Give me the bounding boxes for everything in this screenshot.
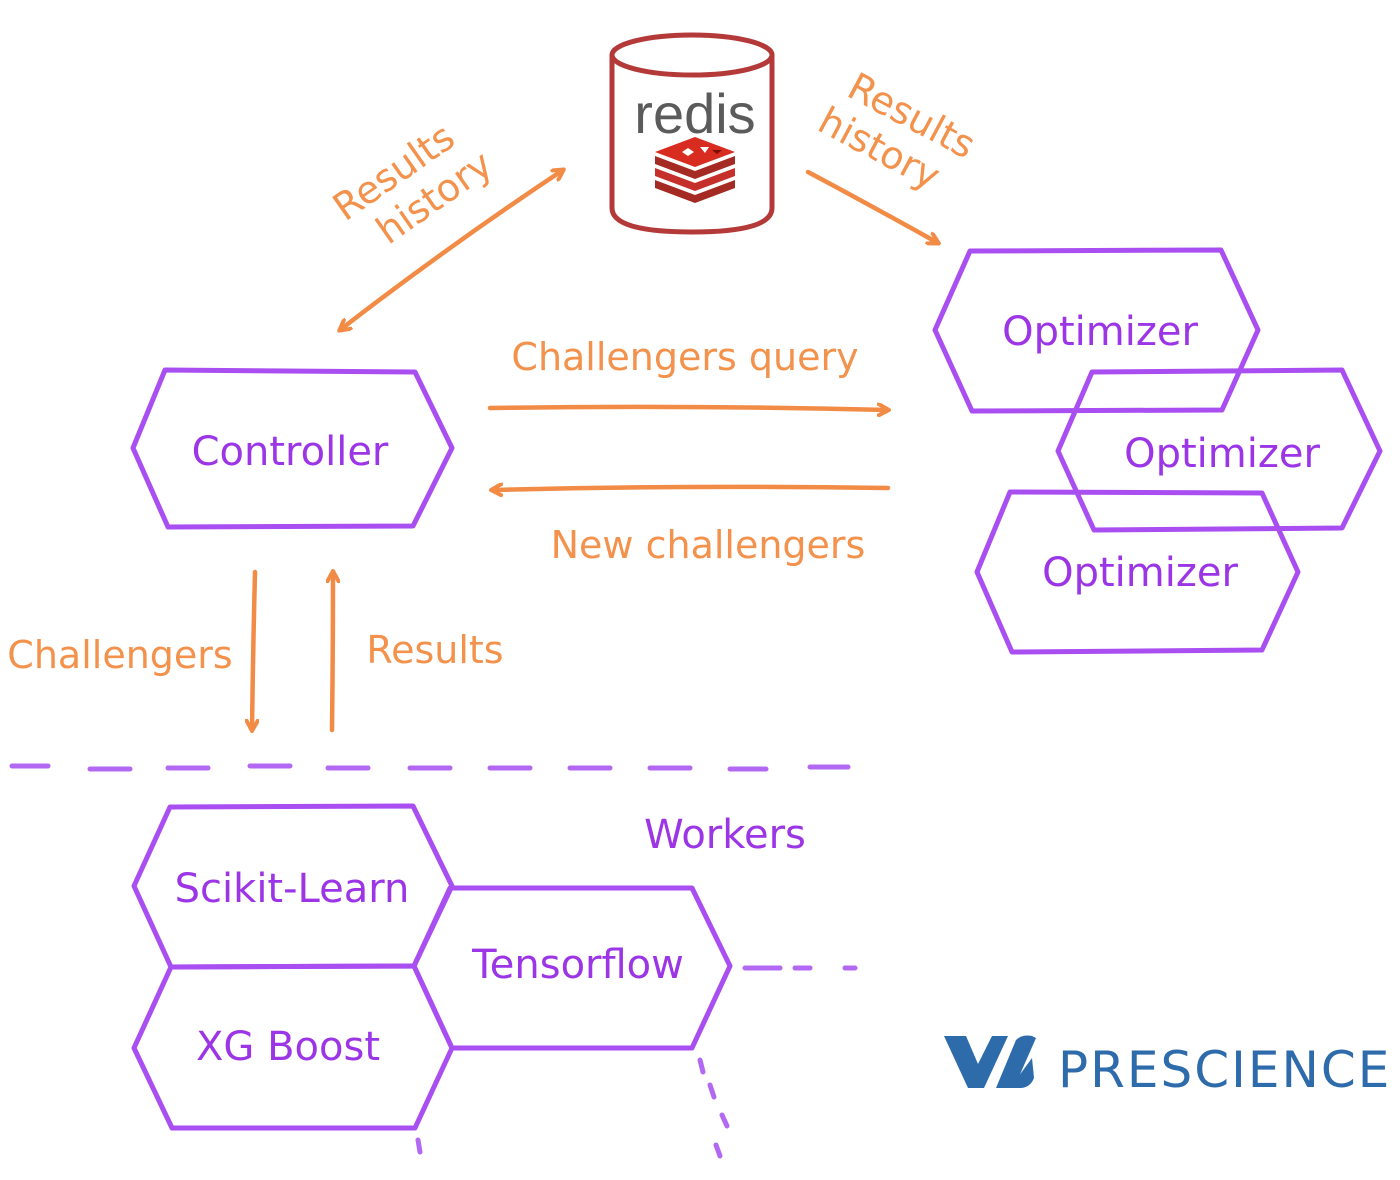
new-challengers-label: New challengers: [551, 523, 866, 567]
prescience-wordmark: PRESCIENCE: [1058, 1041, 1391, 1099]
arrow-new-challengers: [492, 487, 891, 490]
controller-label: Controller: [192, 429, 389, 475]
prescience-logo-icon: [944, 1035, 1036, 1088]
worker-label-scikit-learn: Scikit-Learn: [175, 866, 410, 912]
redis-store: redis: [609, 32, 775, 235]
more-workers-dash: [713, 1142, 723, 1159]
worker-hexagon-xgboost: [131, 963, 455, 1131]
redis-stack-icon: [655, 137, 735, 203]
worker-label-xgboost: XG Boost: [196, 1024, 380, 1070]
arrow-challengers-query: [487, 407, 888, 410]
arrow-challengers-down: [252, 569, 255, 730]
controller-hexagon: [130, 367, 455, 530]
results-label: Results: [366, 628, 503, 672]
challengers-label: Challengers: [7, 633, 232, 677]
challengers-query-label: Challengers query: [511, 335, 858, 379]
more-workers-dash: [719, 1112, 730, 1129]
optimizer-label-2: Optimizer: [1124, 431, 1320, 477]
workers-boundary: [9, 763, 851, 772]
optimizer-hexagon-1: [932, 247, 1261, 414]
more-workers-dash: [707, 1082, 717, 1100]
arrow-redis-optimizer: [805, 169, 938, 243]
more-workers-dash: [415, 1137, 423, 1155]
redis-label: redis: [634, 82, 755, 145]
arrow-controller-redis: [340, 170, 563, 330]
optimizer-hexagon-2: [1055, 367, 1383, 533]
optimizer-label-1: Optimizer: [1002, 309, 1198, 355]
worker-label-tensorflow: Tensorflow: [471, 942, 684, 988]
optimizer-label-3: Optimizer: [1042, 550, 1238, 596]
redis-cylinder-top: [609, 32, 775, 78]
optimizer-stack: Optimizer Optimizer Optimizer: [932, 247, 1383, 655]
optimizer-hexagon-3: [974, 489, 1301, 655]
prescience-brand: PRESCIENCE: [944, 1035, 1391, 1099]
redis-cylinder: [609, 52, 775, 235]
controller-node: Controller: [130, 367, 455, 530]
workers-group: Scikit-Learn Tensorflow XG Boost: [131, 803, 858, 1159]
workers-title: Workers: [644, 812, 806, 858]
more-workers-dash: [697, 1057, 706, 1075]
arrow-results-up: [332, 572, 333, 733]
results-history-left-label: Results history: [325, 106, 501, 266]
